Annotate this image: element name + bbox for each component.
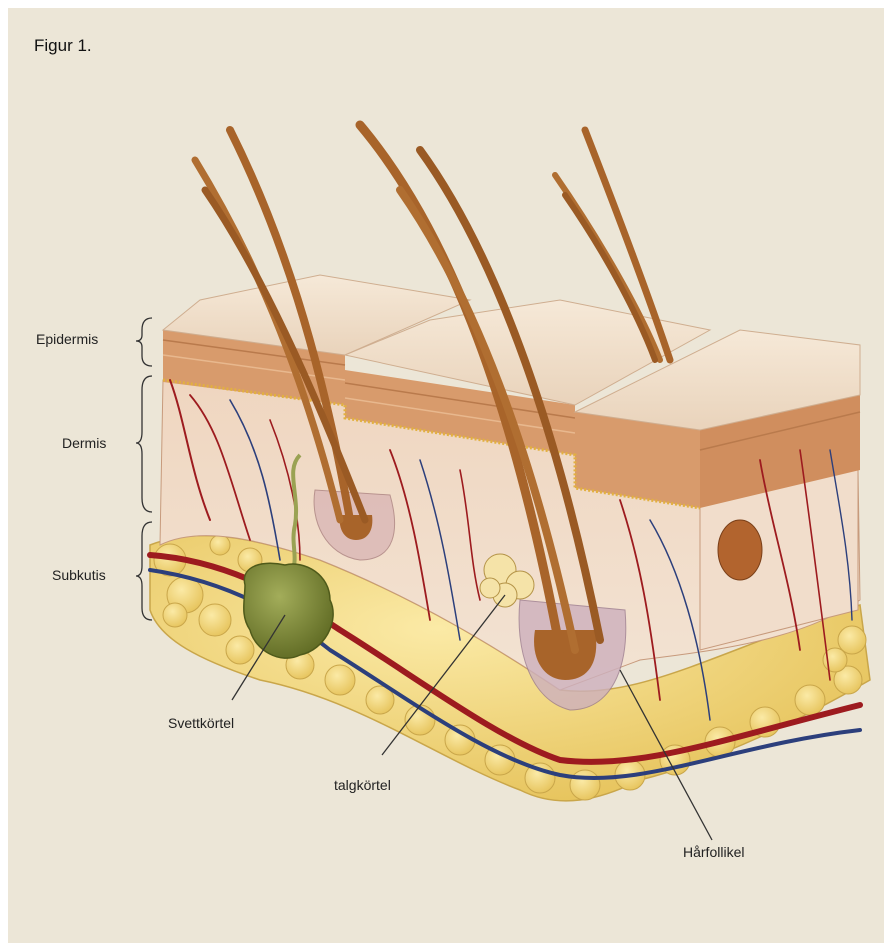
label-sweat-gland: Svettkörtel	[168, 715, 234, 731]
label-sebaceous-gland: talgkörtel	[334, 777, 391, 793]
label-subkutis: Subkutis	[52, 567, 106, 583]
label-epidermis: Epidermis	[36, 331, 98, 347]
label-dermis: Dermis	[62, 435, 106, 451]
label-hair-follicle: Hårfollikel	[683, 844, 744, 860]
hair-bulb-organ	[718, 520, 762, 580]
